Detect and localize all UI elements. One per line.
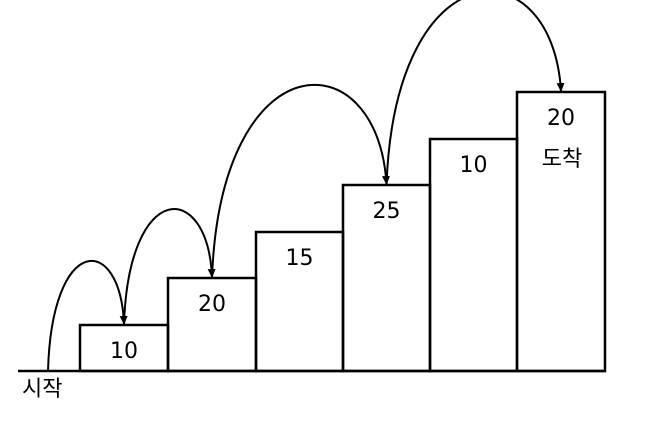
step-value-2: 20 [198,292,226,317]
step-value-6: 20 [547,106,575,131]
step-box-6 [515,90,607,373]
jump-arrow-4 [385,0,565,186]
steps-layer: 10 20 15 25 10 20 [78,90,607,373]
step-value-3: 15 [286,246,314,271]
jumps-layer [47,0,565,372]
step-value-1: 10 [110,339,138,364]
step-value-4: 25 [373,199,401,224]
end-label: 도착 [542,147,582,172]
jump-arrow-3 [211,84,391,279]
jump-arrow-2 [123,208,216,326]
step-value-5: 10 [460,153,488,178]
start-label: 시작 [22,377,62,402]
jump-arrow-1 [47,259,128,372]
